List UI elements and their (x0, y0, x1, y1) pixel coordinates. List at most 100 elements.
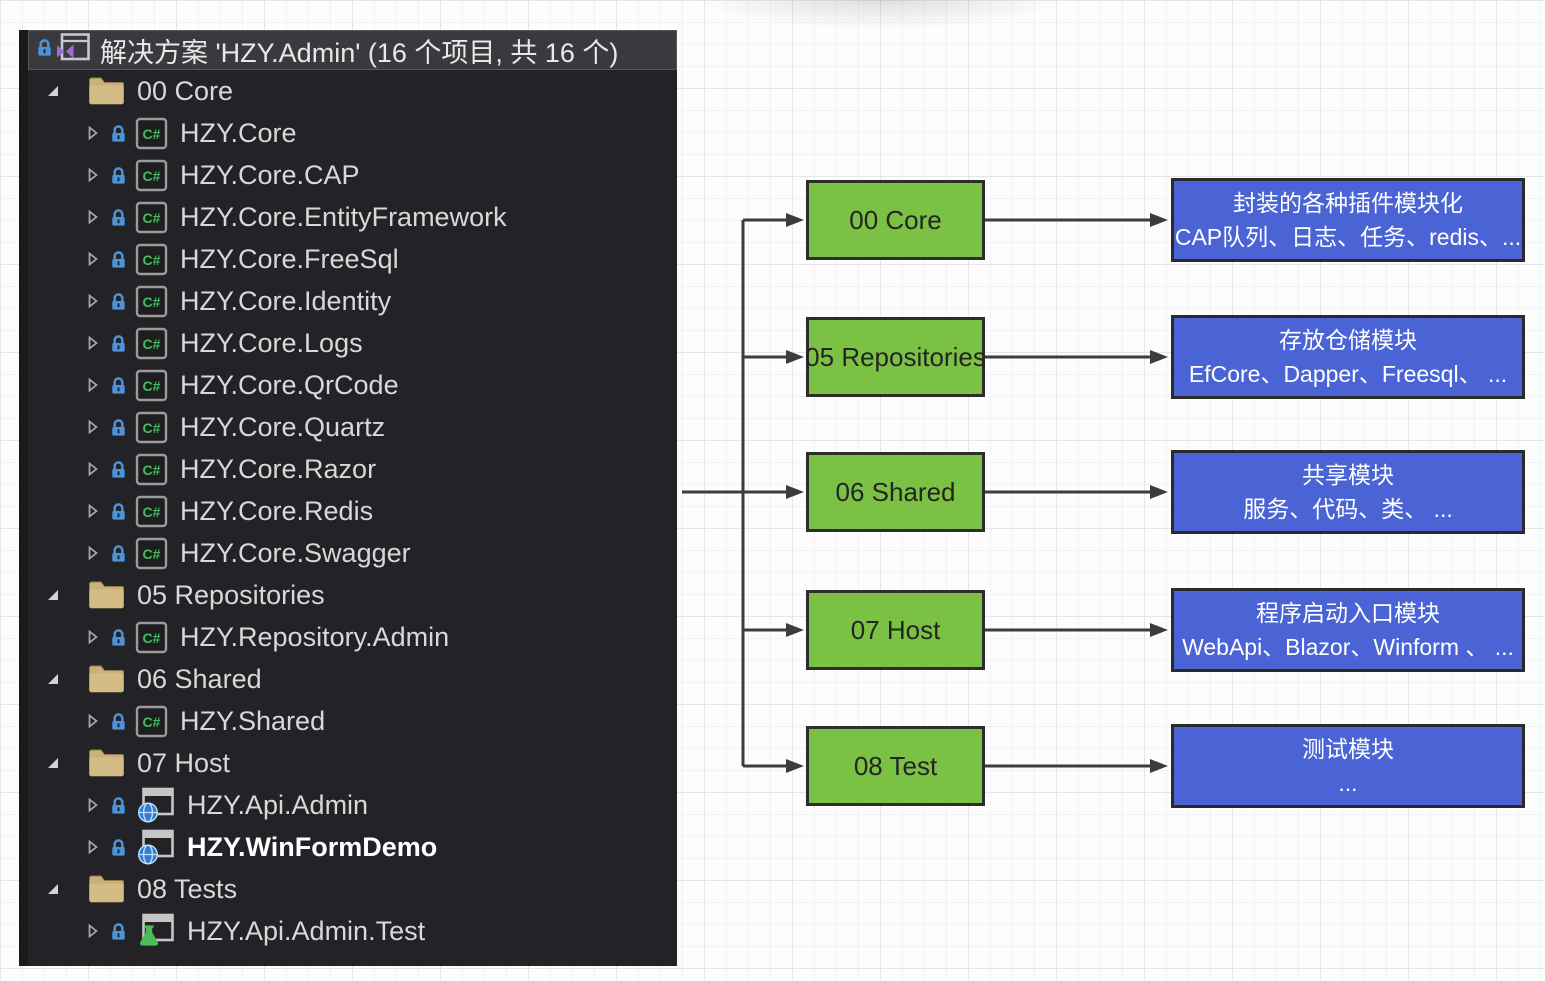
solution-explorer-panel: 解决方案 'HZY.Admin' (16 个项目, 共 16 个) 00 Cor… (19, 30, 677, 966)
lock-icon (112, 838, 125, 856)
tree-item-label: 07 Host (137, 747, 231, 778)
collapse-arrow-icon[interactable] (84, 208, 102, 226)
lock-icon (112, 208, 125, 226)
svg-text:C#: C# (143, 714, 161, 730)
lock-icon (112, 544, 125, 562)
solution-title-row[interactable]: 解决方案 'HZY.Admin' (16 个项目, 共 16 个) (28, 30, 677, 70)
arrowhead-icon (786, 350, 804, 364)
tree-item-label: 06 Shared (137, 663, 262, 694)
folder-icon (89, 665, 124, 693)
tree-item-hzy-core-logs[interactable]: C# HZY.Core.Logs (28, 322, 677, 364)
tree-item-label: HZY.Core.Logs (180, 327, 363, 358)
module-description-detail: EfCore、Dapper、Freesql、 ... (1188, 361, 1508, 387)
tree-item-hzy-api-admin-test[interactable]: HZY.Api.Admin.Test (28, 910, 677, 952)
tree-item-hzy-api-admin[interactable]: HZY.Api.Admin (28, 784, 677, 826)
module-node-06-shared: 06 Shared (806, 452, 985, 532)
svg-text:C#: C# (143, 504, 161, 520)
tree-item-label: HZY.Api.Admin (187, 789, 369, 820)
tree-item-hzy-core-qrcode[interactable]: C#HZY.Core.QrCode (28, 364, 677, 406)
canvas-smudge (690, 0, 1070, 30)
lock-icon (112, 124, 125, 142)
collapse-arrow-icon[interactable] (84, 166, 102, 184)
arrowhead-icon (786, 485, 804, 499)
collapse-arrow-icon[interactable] (84, 628, 102, 646)
collapse-arrow-icon[interactable] (84, 838, 102, 856)
tree-item-hzy-core-cap[interactable]: C#HZY.Core.CAP (28, 154, 677, 196)
collapse-arrow-icon[interactable] (84, 502, 102, 520)
tree-item-hzy-core-freesql[interactable]: C#HZY.Core.FreeSql (28, 238, 677, 280)
collapse-arrow-icon[interactable] (84, 544, 102, 562)
collapse-arrow-icon[interactable] (84, 292, 102, 310)
module-node-label: 06 Shared (835, 476, 956, 507)
arrowhead-icon (1150, 623, 1168, 637)
csharp-project-icon: C# (135, 411, 168, 443)
svg-text:C#: C# (143, 462, 161, 478)
tree-item-hzy-core-swagger[interactable]: C#HZY.Core.Swagger (28, 532, 677, 574)
tree-item-hzy-core-entityframework[interactable]: C#HZY.Core.EntityFramework (28, 196, 677, 238)
tree-item-hzy-core-quartz[interactable]: C#HZY.Core.Quartz (28, 406, 677, 448)
folder-icon (89, 77, 124, 105)
collapse-arrow-icon[interactable] (84, 922, 102, 940)
expand-arrow-icon[interactable] (44, 82, 62, 100)
csharp-project-icon: C# (135, 243, 168, 275)
lock-icon (112, 418, 125, 436)
csharp-project-icon: C# (135, 285, 168, 317)
tree-item-hzy-repository-admin[interactable]: C#HZY.Repository.Admin (28, 616, 677, 658)
tree-item-hzy-core-razor[interactable]: C# HZY.Core.Razor (28, 448, 677, 490)
collapse-arrow-icon[interactable] (84, 334, 102, 352)
module-node-label: 08 Test (853, 750, 938, 781)
tree-item-hzy-winformdemo[interactable]: HZY.WinFormDemo (28, 826, 677, 868)
arrowhead-icon (786, 213, 804, 227)
collapse-arrow-icon[interactable] (84, 796, 102, 814)
tree-item-08-tests[interactable]: 08 Tests (28, 868, 677, 910)
module-node-05-repositories: 05 Repositories (805, 317, 986, 397)
arrowhead-icon (786, 623, 804, 637)
lock-icon (112, 250, 125, 268)
tree-item-label: 08 Tests (137, 873, 238, 904)
tree-item-label: HZY.Core.QrCode (180, 369, 399, 400)
expand-arrow-icon[interactable] (44, 670, 62, 688)
lock-icon (112, 460, 125, 478)
tree-item-hzy-core-redis[interactable]: C#HZY.Core.Redis (28, 490, 677, 532)
collapse-arrow-icon[interactable] (84, 376, 102, 394)
expand-arrow-icon[interactable] (44, 754, 62, 772)
tree-item-label: HZY.Core.Razor (180, 453, 377, 484)
collapse-arrow-icon[interactable] (84, 250, 102, 268)
tree-item-hzy-shared[interactable]: C# HZY.Shared (28, 700, 677, 742)
solution-title: 解决方案 'HZY.Admin' (16 个项目, 共 16 个) (100, 37, 619, 68)
solution-icon (55, 31, 91, 70)
module-description-title: 共享模块 (1302, 462, 1394, 488)
expand-arrow-icon[interactable] (44, 586, 62, 604)
tree-item-hzy-core-identity[interactable]: C#HZY.Core.Identity (28, 280, 677, 322)
expand-arrow-icon[interactable] (44, 880, 62, 898)
svg-text:C#: C# (143, 336, 161, 352)
collapse-arrow-icon[interactable] (84, 460, 102, 478)
lock-icon (112, 712, 125, 730)
solution-icon (57, 32, 90, 60)
tree-item-label: 00 Core (137, 75, 234, 106)
lock-icon (38, 39, 51, 56)
svg-text:C#: C# (143, 420, 161, 436)
collapse-arrow-icon[interactable] (84, 712, 102, 730)
tree-item-label: HZY.Core.CAP (180, 159, 360, 190)
module-node-07-host: 07 Host (806, 590, 985, 670)
csharp-project-icon: C# (135, 495, 168, 527)
tree-item-06-shared[interactable]: 06 Shared (28, 658, 677, 700)
collapse-arrow-icon[interactable] (84, 418, 102, 436)
lock-icon (34, 37, 55, 63)
tree-item-hzy-core[interactable]: C#HZY.Core (28, 112, 677, 154)
module-description-detail: CAP队列、日志、任务、redis、... (1174, 224, 1522, 250)
module-description-00-core: 封装的各种插件模块化 CAP队列、日志、任务、redis、... (1171, 178, 1525, 262)
tree-item-00-core[interactable]: 00 Core (28, 70, 677, 112)
tree-item-label: HZY.Shared (180, 705, 326, 736)
tree-item-07-host[interactable]: 07 Host (28, 742, 677, 784)
collapse-arrow-icon[interactable] (84, 124, 102, 142)
module-description-title: 封装的各种插件模块化 (1233, 190, 1463, 216)
module-description-detail: WebApi、Blazor、Winform 、 ... (1182, 634, 1514, 660)
lock-icon (112, 922, 125, 940)
lock-icon (112, 796, 125, 814)
tree-item-05-repositories[interactable]: 05 Repositories (28, 574, 677, 616)
